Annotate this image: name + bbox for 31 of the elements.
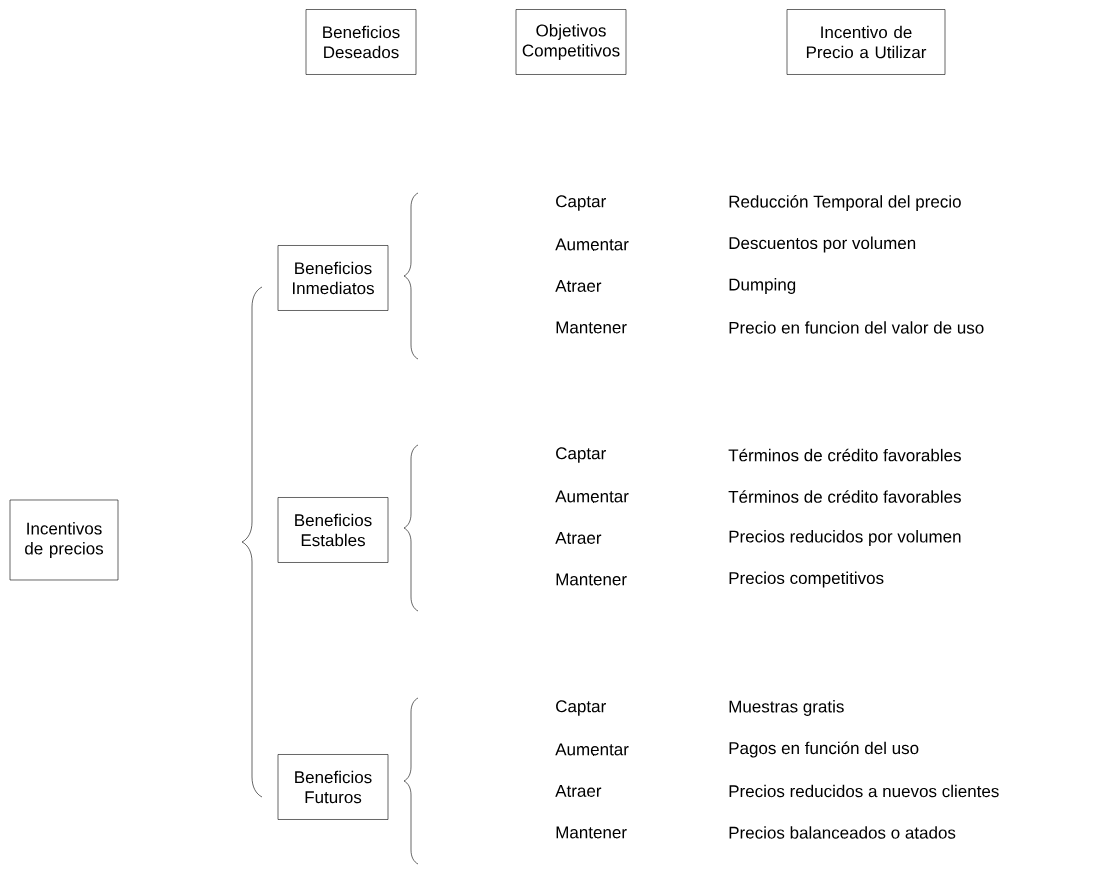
objective-text: Mantener: [556, 321, 627, 334]
incentive-text: Precios reducidos por volumen: [729, 530, 961, 546]
objective-text: Atraer: [555, 280, 602, 292]
header-box: Objetivos Competitivos: [515, 9, 627, 75]
objective-text: Captar: [556, 195, 606, 211]
objective-text: Captar: [556, 447, 606, 463]
incentive-text: Precios balanceados o atados: [729, 826, 956, 839]
objective-text: Captar: [556, 700, 606, 716]
header-box: Incentivo de Precio a Utilizar: [786, 9, 946, 75]
incentive-text: Precios competitivos: [729, 571, 884, 588]
objective-text: Aumentar: [555, 743, 629, 756]
incentive-text: Reducción Temporal del precio: [729, 195, 961, 211]
incentive-text: Términos de crédito favorables: [728, 490, 961, 503]
incentive-text: Precio en funcion del valor de uso: [729, 321, 984, 334]
incentive-text: Dumping: [729, 278, 796, 294]
objective-text: Aumentar: [555, 238, 629, 251]
category-box: Incentivos de precios: [9, 499, 119, 581]
objective-text: Atraer: [555, 532, 602, 544]
objective-text: Atraer: [555, 785, 602, 797]
category-box: Beneficios Estables: [277, 497, 389, 563]
objective-text: Aumentar: [555, 490, 629, 503]
incentive-text: Precios reducidos a nuevos clientes: [729, 784, 999, 798]
incentive-text: Descuentos por volumen: [729, 236, 916, 253]
category-box: Beneficios Inmediatos: [277, 245, 389, 311]
incentive-text: Pagos en función del uso: [729, 741, 919, 758]
objective-text: Mantener: [556, 826, 627, 839]
objective-text: Mantener: [556, 573, 627, 586]
incentive-text: Muestras gratis: [729, 700, 844, 716]
incentive-text: Términos de crédito favorables: [728, 448, 961, 462]
category-box: Beneficios Futuros: [277, 754, 389, 820]
header-box: Beneficios Deseados: [305, 9, 417, 75]
